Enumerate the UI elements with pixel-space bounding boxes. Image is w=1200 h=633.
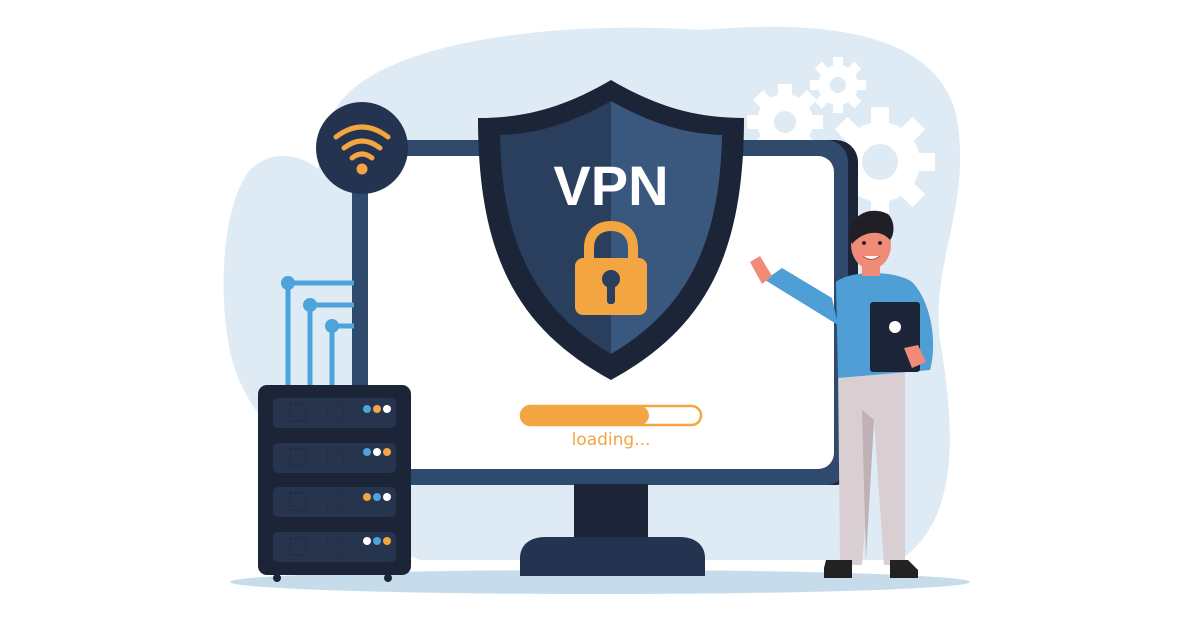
- wifi-node: [316, 102, 408, 385]
- vpn-title: VPN: [553, 154, 668, 217]
- server-unit: [273, 487, 396, 517]
- wifi-icon: [333, 124, 391, 161]
- server-unit: [273, 398, 396, 428]
- server-unit: [273, 532, 396, 562]
- floor-shadow: [230, 570, 970, 594]
- shield-icon: VPN: [478, 80, 744, 380]
- server-unit: [273, 443, 396, 473]
- loading-progress-bar: [519, 404, 703, 427]
- padlock-icon: [575, 220, 647, 315]
- person-figure: [750, 210, 934, 578]
- server-rack-icon: [258, 385, 411, 582]
- loading-label: loading...: [572, 430, 651, 450]
